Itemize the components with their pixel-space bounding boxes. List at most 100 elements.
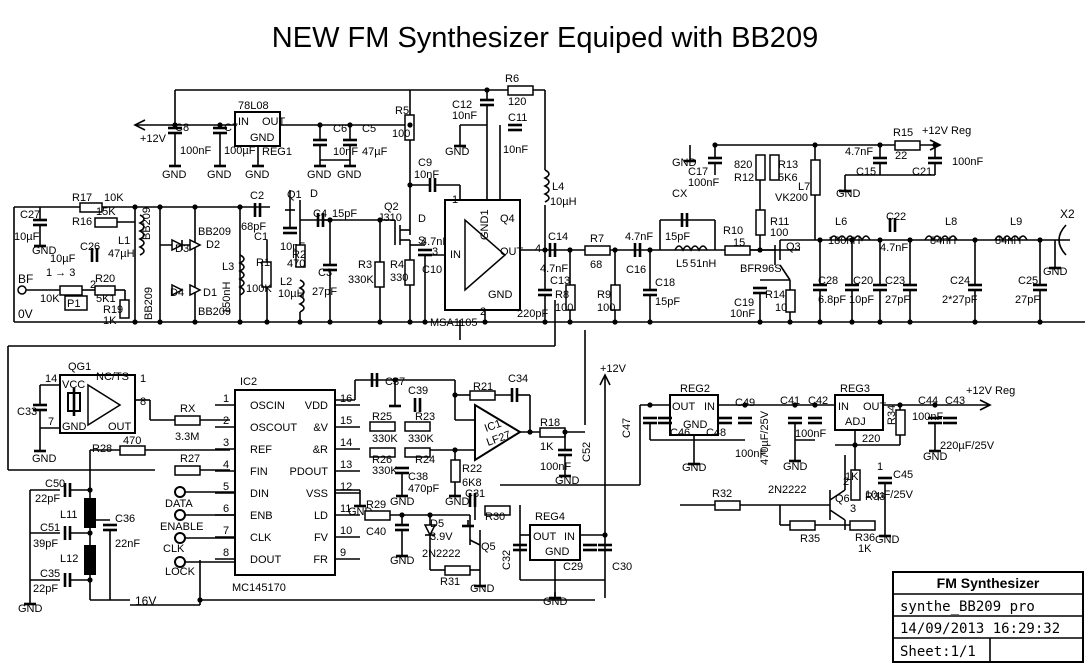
- svg-text:R20: R20: [95, 273, 115, 285]
- svg-text:C42: C42: [808, 395, 828, 407]
- svg-text:GND: GND: [207, 169, 232, 181]
- svg-text:VK200: VK200: [775, 192, 808, 204]
- svg-text:GND: GND: [32, 453, 57, 465]
- ic2-pin-number: 6: [223, 503, 229, 515]
- svg-text:27pF: 27pF: [312, 286, 337, 298]
- svg-text:+12V: +12V: [600, 363, 627, 375]
- svg-text:10K: 10K: [40, 293, 60, 305]
- svg-text:330K: 330K: [348, 274, 374, 286]
- svg-text:100nF: 100nF: [912, 411, 943, 423]
- svg-text:+12V Reg: +12V Reg: [922, 125, 971, 137]
- svg-text:R10: R10: [723, 225, 743, 237]
- svg-text:3: 3: [432, 246, 438, 258]
- svg-text:L11: L11: [60, 509, 78, 521]
- svg-text:R31: R31: [440, 576, 460, 588]
- svg-text:OUT: OUT: [863, 401, 887, 413]
- svg-text:OUT: OUT: [500, 246, 524, 258]
- svg-text:D2: D2: [206, 239, 220, 251]
- ic2-pin-name: OSCOUT: [250, 422, 297, 434]
- svg-text:R28: R28: [92, 443, 112, 455]
- reg3: REG3 IN OUT ADJ C41 C42 100nF GND R34 22…: [780, 383, 1015, 546]
- svg-text:51nH: 51nH: [690, 258, 716, 270]
- svg-text:R6: R6: [505, 73, 519, 85]
- svg-text:GND: GND: [245, 169, 270, 181]
- svg-text:100K: 100K: [246, 283, 272, 295]
- svg-text:L6: L6: [835, 216, 847, 228]
- svg-text:MC145170: MC145170: [232, 582, 286, 594]
- svg-text:R14: R14: [765, 289, 785, 301]
- svg-text:470: 470: [287, 258, 305, 270]
- svg-text:C11: C11: [508, 112, 527, 124]
- title-block-sheet: Sheet:1/1: [900, 644, 976, 660]
- svg-text:GND: GND: [445, 146, 470, 158]
- svg-text:D: D: [418, 213, 426, 225]
- svg-text:R13: R13: [778, 159, 798, 171]
- svg-text:R32: R32: [712, 488, 732, 500]
- svg-text:1K: 1K: [103, 315, 117, 327]
- svg-text:100nF: 100nF: [795, 428, 826, 440]
- title-block-heading: FM Synthesizer: [937, 575, 1040, 591]
- svg-text:1: 1: [452, 194, 458, 206]
- svg-text:L1: L1: [118, 235, 130, 247]
- svg-text:L4: L4: [552, 181, 564, 193]
- ic2-pin-number: 8: [223, 547, 229, 559]
- ic2-pin-number: 13: [340, 459, 352, 471]
- svg-text:7: 7: [48, 416, 54, 428]
- svg-text:REG1: REG1: [262, 146, 292, 158]
- lowpass-filter: C28 6.8pF L6 180nH C20 10pF C22 4.7nF C2…: [811, 207, 1075, 322]
- svg-text:1K: 1K: [540, 441, 554, 453]
- svg-text:GND: GND: [836, 188, 861, 200]
- svg-text:C50: C50: [45, 478, 65, 490]
- svg-text:C28: C28: [818, 275, 838, 287]
- svg-text:IC2: IC2: [240, 376, 257, 388]
- svg-text:C13: C13: [550, 275, 570, 287]
- svg-text:8: 8: [140, 396, 146, 408]
- svg-text:220µF/25V: 220µF/25V: [940, 440, 995, 452]
- svg-text:C38: C38: [408, 471, 428, 483]
- svg-text:X2: X2: [1060, 207, 1075, 221]
- c6-c5: C6 10nF GND C5 47µF GND: [307, 123, 388, 181]
- svg-text:C12: C12: [452, 99, 472, 111]
- svg-text:22pF: 22pF: [33, 583, 58, 595]
- svg-text:C23: C23: [885, 275, 905, 287]
- svg-text:100nF: 100nF: [735, 448, 766, 460]
- svg-text:330: 330: [390, 272, 408, 284]
- svg-text:GND: GND: [545, 546, 570, 558]
- svg-text:100: 100: [597, 302, 615, 314]
- svg-text:C24: C24: [950, 275, 970, 287]
- svg-text:C36: C36: [115, 513, 135, 525]
- reg4: REG4 OUT IN GND GND C32 C29 C30 +12V: [501, 363, 632, 608]
- vco-input: BF 10K P1 1 → 3 2 R20 5K1 R19 1K R17 10K…: [14, 192, 136, 327]
- svg-text:10µH: 10µH: [278, 288, 305, 300]
- svg-text:C7: C7: [224, 122, 238, 134]
- svg-text:150nH: 150nH: [221, 282, 233, 314]
- svg-text:L3: L3: [222, 261, 234, 273]
- svg-text:C27: C27: [20, 209, 40, 221]
- svg-text:C26: C26: [80, 241, 100, 253]
- svg-text:10nF: 10nF: [503, 144, 528, 156]
- svg-text:GND: GND: [875, 534, 900, 546]
- output-stage: Q3 BFR96S R14 10 C19 10nF R11 100 820 R1…: [672, 125, 983, 322]
- svg-text:100: 100: [392, 128, 410, 140]
- svg-text:39pF: 39pF: [33, 538, 58, 550]
- ic2-pin-number: 12: [340, 481, 352, 493]
- svg-text:100µF: 100µF: [224, 145, 256, 157]
- svg-text:GND: GND: [445, 496, 470, 508]
- svg-text:OUT: OUT: [672, 401, 696, 413]
- svg-text:5K1: 5K1: [96, 293, 116, 305]
- ic2-pin-name: DIN: [250, 488, 269, 500]
- reg2: REG2 OUT IN GND GND C47 C46 C48 C49 100n…: [621, 383, 771, 474]
- svg-text:100nF: 100nF: [688, 177, 719, 189]
- svg-text:L2: L2: [280, 276, 292, 288]
- svg-text:10µF/25V: 10µF/25V: [865, 489, 914, 501]
- svg-text:C9: C9: [418, 157, 432, 169]
- svg-text:L5: L5: [676, 258, 688, 270]
- ic2-pin-name: DOUT: [250, 554, 281, 566]
- svg-text:OUT: OUT: [262, 116, 286, 128]
- svg-text:C6: C6: [333, 123, 347, 135]
- svg-text:16V: 16V: [135, 594, 156, 608]
- svg-text:GND: GND: [337, 169, 362, 181]
- svg-text:IN: IN: [564, 531, 575, 543]
- q4-bias: C12 10nF GND R6 120 C11 10nF L4 10µH C14…: [445, 73, 621, 322]
- svg-text:ENABLE: ENABLE: [160, 521, 203, 533]
